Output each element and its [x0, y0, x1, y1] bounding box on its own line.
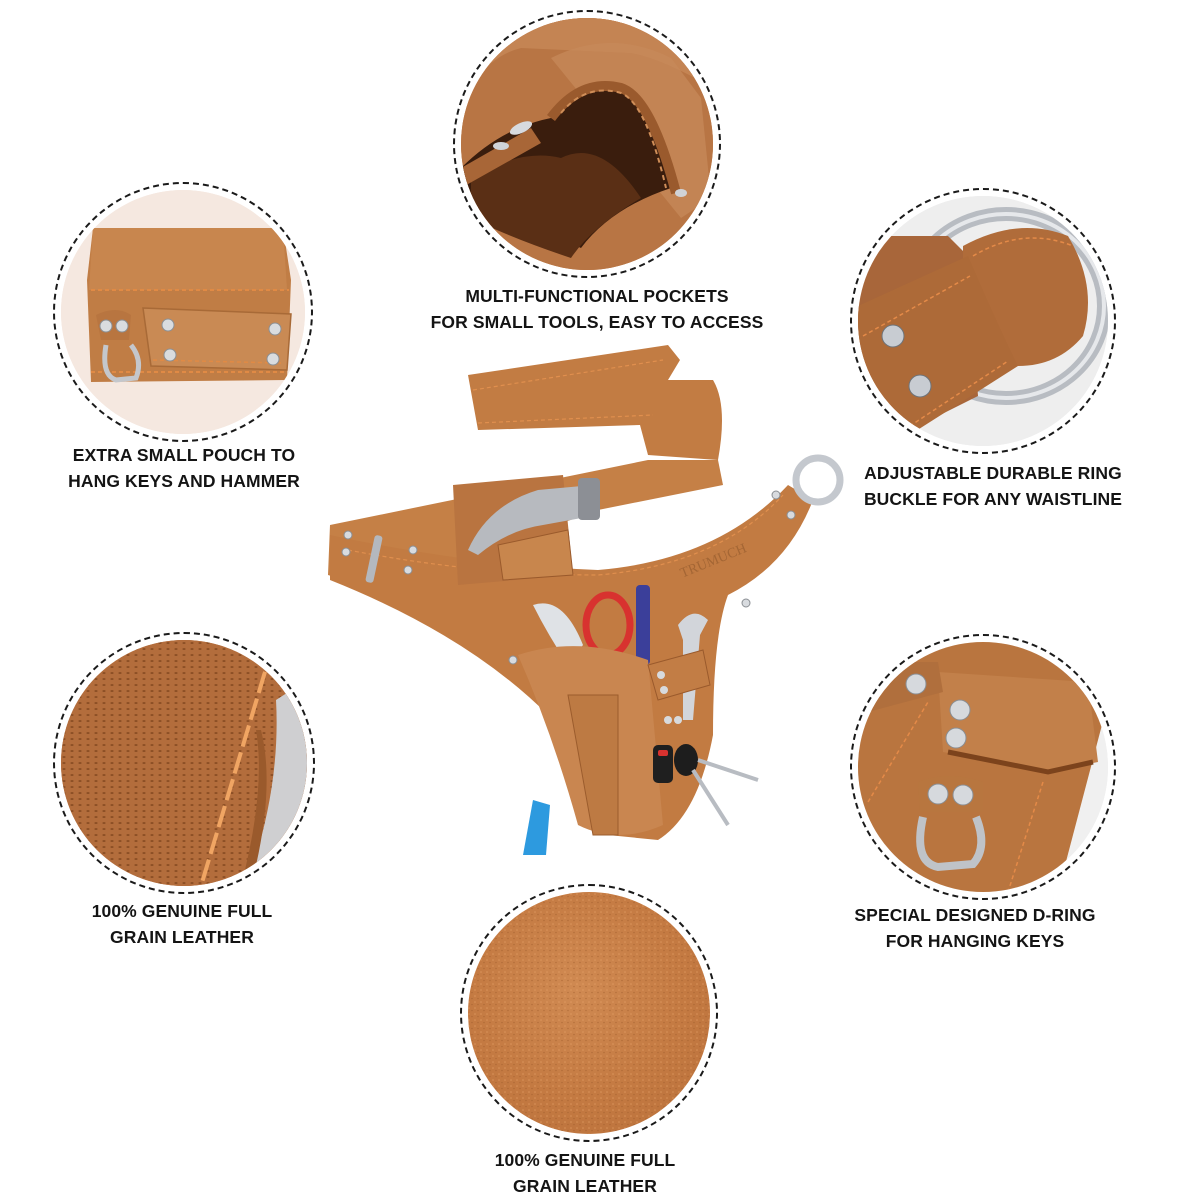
feature-pockets-caption: MULTI-FUNCTIONAL POCKETS FOR SMALL TOOLS…: [431, 283, 764, 335]
feature-pockets-line1: MULTI-FUNCTIONAL POCKETS: [465, 286, 729, 306]
feature-grain-stitch-line1: 100% GENUINE FULL: [91, 901, 273, 921]
feature-d-ring-caption: SPECIAL DESIGNED D-RING FOR HANGING KEYS: [854, 902, 1095, 954]
feature-grain-stitch-line2: GRAIN LEATHER: [110, 927, 254, 947]
pouch-closeup-image: [61, 190, 305, 434]
key-icon: [674, 744, 698, 776]
pockets-closeup-image: [461, 18, 713, 270]
screwdriver-icon: [636, 585, 650, 665]
feature-pouch-caption: EXTRA SMALL POUCH TO HANG KEYS AND HAMME…: [68, 442, 300, 494]
feature-pouch-line2: HANG KEYS AND HAMMER: [68, 471, 300, 491]
feature-grain-suede-line1: 100% GENUINE FULL: [494, 1150, 676, 1170]
feature-grain-suede-line2: GRAIN LEATHER: [513, 1176, 657, 1196]
o-ring-buckle-icon: [792, 454, 844, 506]
feature-buckle-caption: ADJUSTABLE DURABLE RING BUCKLE FOR ANY W…: [864, 460, 1122, 512]
stitch-closeup-image: [61, 640, 307, 886]
feature-buckle-line2: BUCKLE FOR ANY WAISTLINE: [863, 489, 1123, 509]
buckle-closeup-image: [858, 196, 1108, 446]
suede-closeup-image: [468, 892, 710, 1134]
car-key-fob-icon: [653, 745, 673, 783]
d-ring-closeup-image: [858, 642, 1108, 892]
feature-grain-stitch-caption: 100% GENUINE FULL GRAIN LEATHER: [92, 898, 273, 950]
tool-belt-product-image: TRUMUCH: [318, 335, 878, 855]
feature-buckle-line1: ADJUSTABLE DURABLE RING: [864, 463, 1122, 483]
belt-strap: [468, 345, 722, 460]
hammer-icon: [468, 485, 598, 555]
feature-grain-suede-caption: 100% GENUINE FULL GRAIN LEATHER: [495, 1147, 676, 1199]
feature-pockets-line2: FOR SMALL TOOLS, EASY TO ACCESS: [430, 312, 764, 332]
feature-d-ring-line2: FOR HANGING KEYS: [885, 931, 1065, 951]
feature-pouch-line1: EXTRA SMALL POUCH TO: [72, 445, 296, 465]
feature-d-ring-line1: SPECIAL DESIGNED D-RING: [854, 905, 1096, 925]
